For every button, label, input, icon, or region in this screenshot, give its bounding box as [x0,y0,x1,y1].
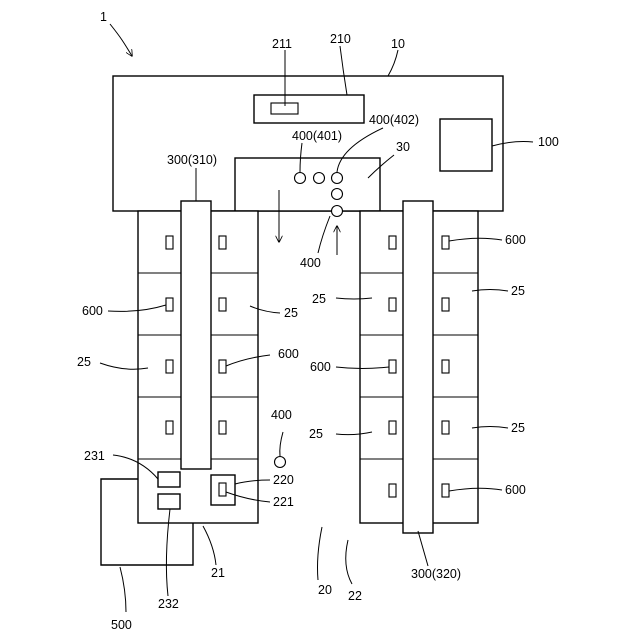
cell-tag [219,298,226,311]
cell-tag [166,421,173,434]
carrier-circle [314,173,325,184]
carrier-circle [295,173,306,184]
right-column [403,201,433,533]
leader-line [388,50,398,76]
cell-25-label: 25 [511,284,525,298]
cell-tag [442,236,449,249]
panel-label: 210 [330,32,351,46]
leader-line [203,526,216,565]
column-left-label: 300(310) [167,153,217,167]
cell-25-label: 25 [309,427,323,441]
system-body-label: 10 [391,37,405,51]
controller-box [440,119,492,171]
port-401-label: 400(401) [292,129,342,143]
cell-tag [442,298,449,311]
external-500-label: 500 [111,618,132,632]
transfer-area [235,158,380,211]
leader-line [318,216,330,253]
cell-tag [166,236,173,249]
tag-600-label: 600 [505,233,526,247]
leader-line [120,567,126,612]
panel-231-box [158,472,180,487]
panel-220-label: 220 [273,473,294,487]
shelf-22-label: 22 [348,589,362,603]
cell-25-label: 25 [284,306,298,320]
cell-tag [442,421,449,434]
cell-25-label: 25 [77,355,91,369]
port-402-label: 400(402) [369,113,419,127]
tag-600-label: 600 [310,360,331,374]
leader-line [280,432,283,456]
left-column [181,201,211,469]
cell-tag [166,360,173,373]
aisle-label: 20 [318,583,332,597]
cell-tag [389,360,396,373]
cell-tag [219,421,226,434]
carrier-circle [275,457,286,468]
cell-tag [442,484,449,497]
leader-line [318,527,323,580]
leader-line [336,298,372,299]
leader-line [346,540,352,584]
carrier-label: 400 [271,408,292,422]
cell-tag [166,298,173,311]
controller-label: 100 [538,135,559,149]
tag-600-label: 600 [505,483,526,497]
panel-221-tag [219,483,226,496]
panel-232-box [158,494,180,509]
cell-tag [219,360,226,373]
cell-25-label: 25 [511,421,525,435]
tag-600-label: 600 [278,347,299,361]
fig-arrow [110,24,132,56]
panel-display-label: 211 [272,37,292,51]
cell-25-label: 25 [312,292,326,306]
carrier-circle [332,206,343,217]
cell-tag [442,360,449,373]
fig-label: 1 [100,10,107,24]
tag-600-label: 600 [82,304,103,318]
panel-221-label: 221 [273,495,294,509]
shelf-21-label: 21 [211,566,225,580]
cell-tag [389,484,396,497]
carrier-circle [332,189,343,200]
carrier-circle [332,173,343,184]
panel-231-label: 231 [84,449,105,463]
cell-tag [389,421,396,434]
cell-tag [389,236,396,249]
cell-tag [389,298,396,311]
carrier-label: 400 [300,256,321,270]
transfer-area-label: 30 [396,140,410,154]
cell-tag [219,236,226,249]
column-right-label: 300(320) [411,567,461,581]
panel-232-label: 232 [158,597,179,611]
leader-line [418,531,428,566]
